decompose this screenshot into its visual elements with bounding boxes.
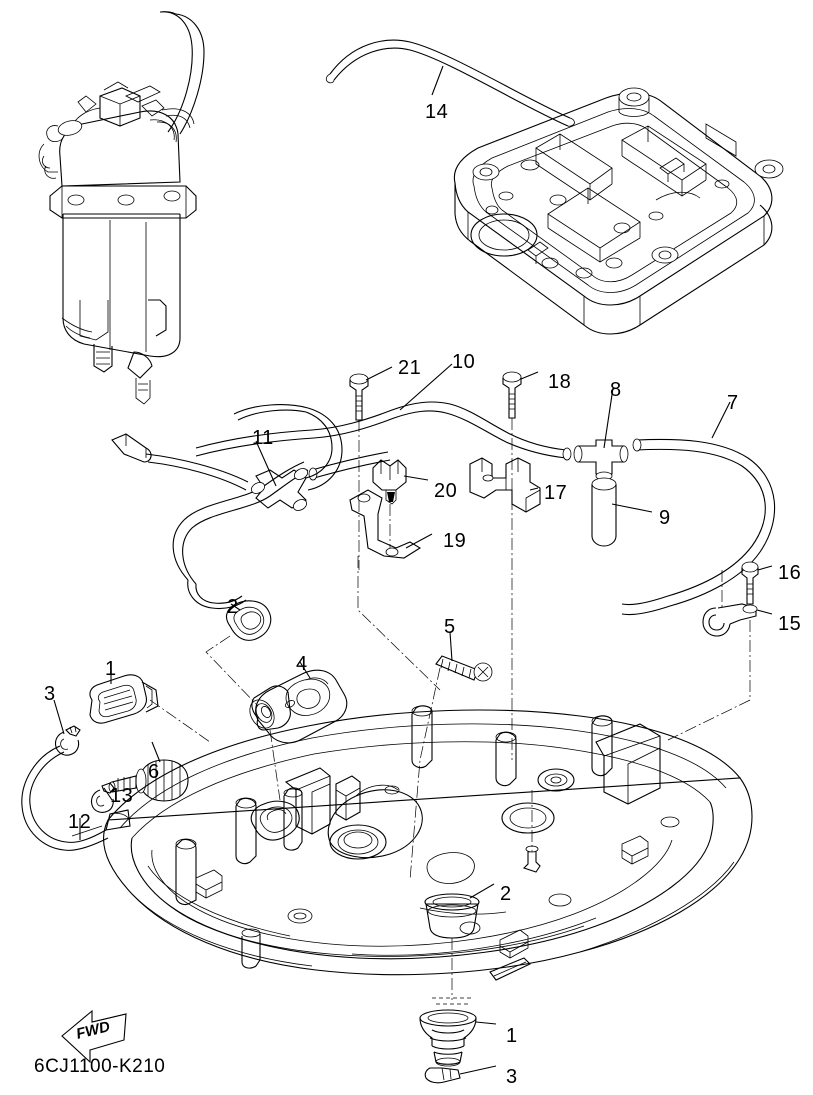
hose-7 <box>621 401 776 616</box>
callout-13: 13 <box>110 785 134 807</box>
tapping-screw-5 <box>409 631 493 881</box>
exhaust-guide-casing <box>453 87 784 335</box>
callout-14: 14 <box>425 101 449 123</box>
callout-7: 7 <box>727 392 739 414</box>
hose-10 <box>195 363 572 461</box>
hose-holder-17 <box>469 457 541 513</box>
wire-clip-20 <box>372 459 429 552</box>
callout-3-bottom: 3 <box>506 1066 518 1088</box>
boot-seal-1-bottom <box>419 1009 497 1067</box>
grommet-2-left <box>205 600 272 707</box>
grommet-1-left <box>89 668 211 743</box>
callout-2-left: 2 <box>227 596 239 618</box>
bolt-21 <box>349 366 393 570</box>
callout-6: 6 <box>148 761 160 783</box>
callout-1-bottom: 1 <box>506 1025 518 1047</box>
callout-21: 21 <box>398 357 422 379</box>
fwd-arrow-icon <box>61 1009 127 1064</box>
callout-8: 8 <box>610 379 622 401</box>
callout-19: 19 <box>443 530 467 552</box>
tube-12 <box>21 745 131 851</box>
callout-2-bottom: 2 <box>500 883 512 905</box>
grommet-2-bottom <box>424 883 495 1005</box>
callout-17: 17 <box>544 482 568 504</box>
hose-lower-left <box>111 404 391 610</box>
clamp-3-bottom <box>424 1065 497 1084</box>
callout-10: 10 <box>452 351 476 373</box>
callout-11: 11 <box>252 427 274 449</box>
hose-14 <box>325 39 575 127</box>
callout-5: 5 <box>444 616 456 638</box>
bolt-16 <box>741 561 773 605</box>
filter-damper-9 <box>591 477 653 547</box>
bolt-18 <box>502 371 539 760</box>
callout-1-left: 1 <box>105 658 117 680</box>
cowling-hook-4 <box>249 661 348 801</box>
callout-4: 4 <box>296 653 308 675</box>
hose-clamp-holder-15 <box>667 570 773 741</box>
callout-15: 15 <box>778 613 802 635</box>
callout-20: 20 <box>434 480 458 502</box>
callout-9: 9 <box>659 507 671 529</box>
t-joint-8 <box>573 387 629 481</box>
bottom-cowling <box>102 705 753 981</box>
vapor-separator-assembly <box>38 11 205 405</box>
stay-bracket-19 <box>349 489 441 691</box>
clamp-3-left <box>53 699 81 756</box>
callout-12: 12 <box>68 811 92 833</box>
knob-cap-6 <box>108 741 189 802</box>
diagram-code: 6CJ1100-K210 <box>34 1056 166 1077</box>
callout-3-left: 3 <box>44 683 56 705</box>
clamp-13 <box>90 782 115 813</box>
callout-18: 18 <box>548 371 572 393</box>
callout-16: 16 <box>778 562 802 584</box>
